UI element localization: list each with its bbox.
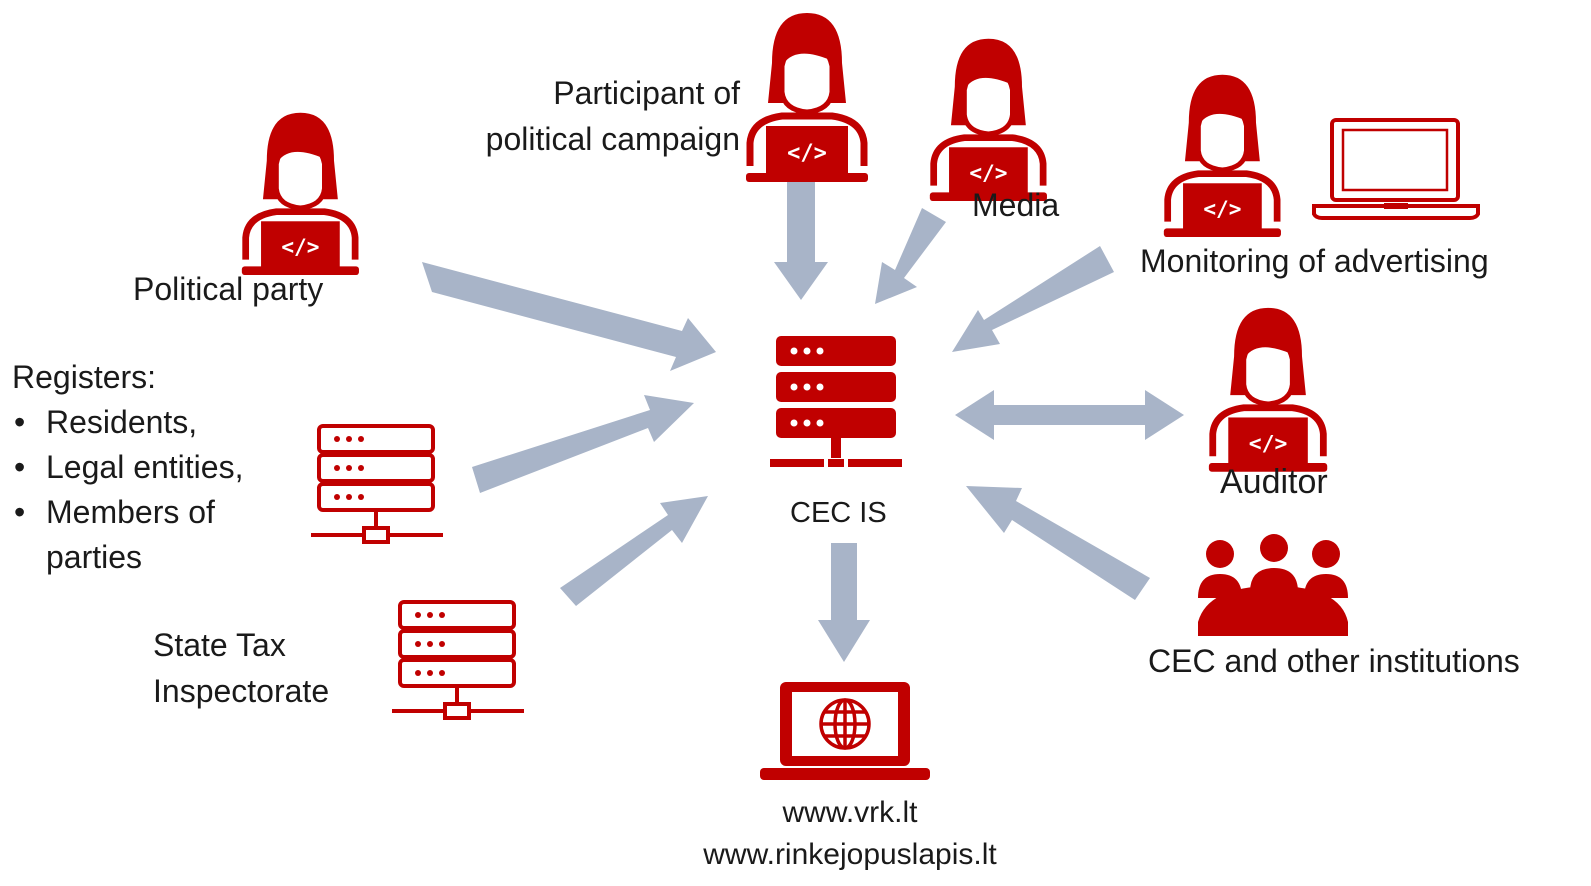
- party-developer-icon: [242, 113, 359, 275]
- registers-item-legal-entities: Legal entities,: [12, 445, 243, 490]
- group-icon: [1198, 534, 1348, 636]
- registers-server-icon: [309, 424, 445, 544]
- participant-developer-icon: [746, 13, 868, 182]
- arrow-party-to-cec: [422, 262, 716, 371]
- arrow-tax-to-cec: [560, 496, 708, 606]
- registers-item-members: Members of: [12, 490, 243, 535]
- tax-label-line1: State Tax: [153, 627, 286, 663]
- arrow-media-to-cec: [875, 208, 946, 304]
- arrows: [422, 178, 1184, 662]
- auditor-label: Auditor: [1220, 463, 1328, 501]
- monitoring-label: Monitoring of advertising: [1140, 243, 1489, 279]
- monitoring-developer-icon: [1164, 75, 1281, 237]
- website-url-rinkejopuslapis[interactable]: www.rinkejopuslapis.lt: [703, 838, 997, 871]
- laptop-icon: [1312, 118, 1480, 220]
- media-label: Media: [972, 187, 1060, 223]
- cec-is-label: CEC IS: [790, 497, 887, 529]
- globe-laptop-icon: [760, 682, 930, 780]
- participant-label-line2: political campaign: [485, 121, 740, 157]
- arrow-monitoring-to-cec: [952, 246, 1114, 352]
- registers-list: Residents, Legal entities, Members of pa…: [12, 400, 243, 580]
- tax-server-icon: [390, 600, 526, 720]
- cec-is-server-icon: [770, 336, 902, 467]
- party-label: Political party: [133, 271, 324, 307]
- registers-item-parties: parties: [46, 539, 143, 575]
- website-label: www.vrk.lt www.rinkejopuslapis.lt: [660, 792, 1040, 876]
- institutions-label: CEC and other institutions: [1148, 643, 1520, 679]
- participant-label-line1: Participant of: [553, 75, 740, 111]
- arrow-participant-to-cec: [774, 178, 828, 300]
- registers-item-residents: Residents,: [12, 400, 243, 445]
- auditor-developer-icon: [1209, 308, 1327, 472]
- arrow-auditor-cec-bidirectional: [955, 390, 1184, 440]
- arrow-institutions-to-cec: [966, 486, 1150, 600]
- tax-label-line2: Inspectorate: [153, 673, 330, 709]
- participant-label: Participant of political campaign: [440, 70, 740, 162]
- arrow-registers-to-cec: [472, 395, 694, 493]
- website-url-vrk[interactable]: www.vrk.lt: [782, 796, 918, 829]
- arrow-cec-to-website: [818, 543, 870, 662]
- registers-title: Registers:: [12, 359, 157, 395]
- tax-label: State Tax Inspectorate: [153, 622, 329, 714]
- registers-block: Registers: Residents, Legal entities, Me…: [12, 355, 243, 580]
- media-developer-icon: [930, 39, 1047, 201]
